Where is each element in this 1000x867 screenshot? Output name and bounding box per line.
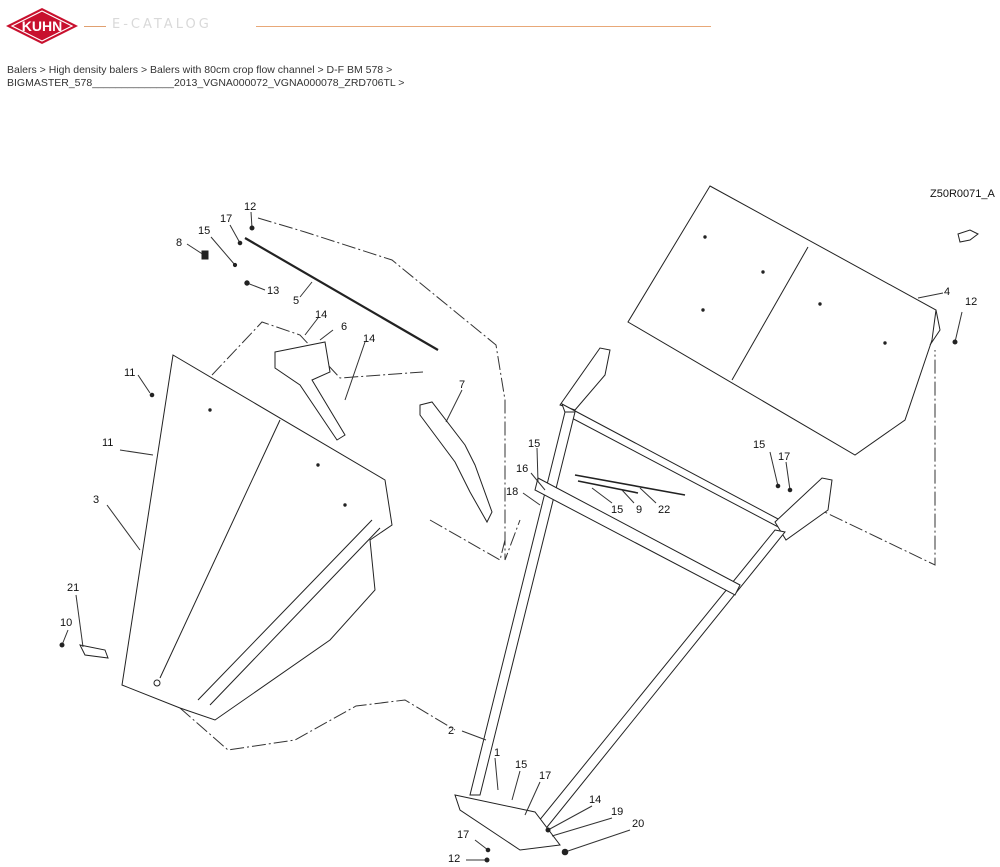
callout-5: 5: [293, 295, 299, 307]
callout-6: 6: [341, 321, 347, 333]
breadcrumb-separator: >: [395, 77, 405, 89]
callout-22: 22: [658, 504, 670, 516]
callout-17: 17: [457, 829, 469, 841]
callout-12: 12: [448, 853, 460, 865]
callout-15: 15: [753, 439, 765, 451]
assembly-outline: [179, 217, 936, 751]
callout-9: 9: [636, 504, 642, 516]
callout-1: 1: [494, 747, 500, 759]
callout-19: 19: [611, 806, 623, 818]
header: KUHN E-CATALOG: [0, 0, 1000, 56]
callout-10: 10: [60, 617, 72, 629]
callout-17: 17: [220, 213, 232, 225]
callout-8: 8: [176, 237, 182, 249]
callout-14: 14: [315, 309, 327, 321]
callout-4: 4: [944, 286, 950, 298]
breadcrumb: Balers > High density balers > Balers wi…: [7, 64, 767, 90]
brand-subtitle: E-CATALOG: [112, 17, 212, 32]
callout-21: 21: [67, 582, 79, 594]
callout-3: 3: [93, 494, 99, 506]
brand-divider-right: [256, 26, 711, 27]
part-2-frame[interactable]: [454, 347, 833, 851]
callout-7: 7: [459, 379, 465, 391]
callout-16: 16: [516, 463, 528, 475]
brand-text: KUHN: [22, 18, 62, 34]
part-3-side-panel[interactable]: [121, 354, 393, 721]
brand-divider-left: [84, 26, 106, 27]
callout-15: 15: [515, 759, 527, 771]
callout-12: 12: [244, 201, 256, 213]
callout-15: 15: [611, 504, 623, 516]
parts-diagram: Z50R0071_A: [59, 185, 995, 865]
callout-14: 14: [589, 794, 601, 806]
callout-12: 12: [965, 296, 977, 308]
callout-13: 13: [267, 285, 279, 297]
breadcrumb-item-balers[interactable]: Balers: [7, 64, 37, 76]
breadcrumb-item-crop-flow[interactable]: Balers with 80cm crop flow channel: [150, 64, 315, 76]
part-5-rod[interactable]: [244, 237, 439, 351]
diagram-reference: Z50R0071_A: [930, 188, 995, 200]
kuhn-logo[interactable]: KUHN: [6, 8, 78, 44]
callout-15: 15: [528, 438, 540, 450]
part-9-cylinder[interactable]: [574, 474, 686, 496]
breadcrumb-separator: >: [36, 64, 49, 76]
callout-11: 11: [102, 437, 113, 449]
orientation-arrow-icon: [957, 229, 979, 243]
breadcrumb-separator: >: [383, 64, 393, 76]
fasteners: [59, 225, 958, 863]
leader-lines: [61, 211, 963, 861]
callout-17: 17: [778, 451, 790, 463]
breadcrumb-separator: >: [138, 64, 150, 76]
callout-18: 18: [506, 486, 518, 498]
breadcrumb-separator: >: [314, 64, 327, 76]
callout-17: 17: [539, 770, 551, 782]
callout-2: 2: [448, 725, 454, 737]
callout-11: 11: [124, 367, 135, 379]
breadcrumb-item-model[interactable]: D-F BM 578: [326, 64, 384, 76]
breadcrumb-item-high-density[interactable]: High density balers: [48, 64, 139, 76]
part-6-bracket[interactable]: [274, 341, 346, 441]
part-4-cover-panel[interactable]: [627, 185, 941, 456]
part-21-bracket[interactable]: [79, 644, 109, 659]
callout-15: 15: [198, 225, 210, 237]
breadcrumb-item-variant[interactable]: BIGMASTER_578______________2013_VGNA0000…: [7, 77, 396, 89]
callout-20: 20: [632, 818, 644, 830]
callout-14: 14: [363, 333, 375, 345]
part-7-strip[interactable]: [419, 401, 493, 524]
